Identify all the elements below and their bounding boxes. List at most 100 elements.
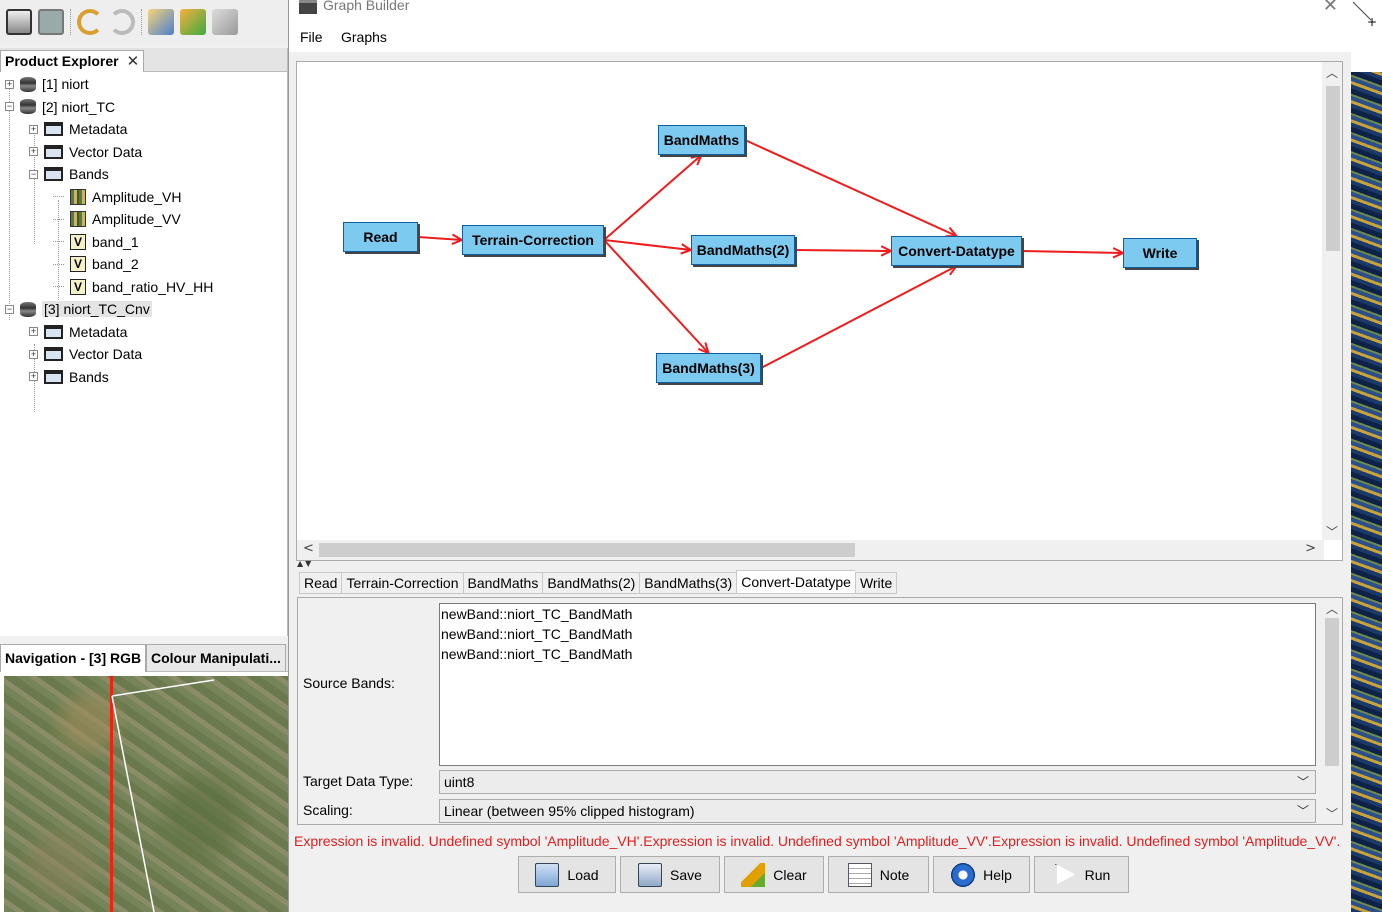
graph-node-terrain[interactable]: Terrain-Correction xyxy=(462,225,604,255)
tree-item[interactable]: +Vector Data xyxy=(29,344,142,364)
tree-item[interactable]: Amplitude_VV xyxy=(53,209,181,229)
close-icon[interactable]: ✕ xyxy=(126,53,140,70)
image-view-background: + xyxy=(1351,0,1382,912)
menu-graphs[interactable]: Graphs xyxy=(341,29,387,45)
graph-node-bm2[interactable]: BandMaths(2) xyxy=(691,235,795,265)
cursor-mark-icon: + xyxy=(1352,1,1377,29)
window-close-icon[interactable]: ✕ xyxy=(1322,0,1338,16)
tree-item[interactable]: −[2] niort_TC xyxy=(5,97,115,117)
note-icon xyxy=(847,862,872,887)
tree-item[interactable]: −Bands xyxy=(29,164,109,184)
splitter-arrows-icon[interactable]: ▲▼ xyxy=(297,559,314,568)
graph-node-read[interactable]: Read xyxy=(343,222,418,252)
tree-item[interactable]: Amplitude_VH xyxy=(53,187,182,207)
tree-item[interactable]: +[1] niort xyxy=(5,74,89,94)
graph-node-convert[interactable]: Convert-Datatype xyxy=(891,236,1022,266)
tab-bandmaths-3[interactable]: BandMaths(3) xyxy=(639,572,737,594)
tab-product-explorer[interactable]: Product Explorer ✕ xyxy=(0,50,145,72)
source-band-item[interactable]: newBand::niort_TC_BandMath xyxy=(441,626,633,642)
expand-icon[interactable]: + xyxy=(29,123,38,134)
batch-tool-icon[interactable] xyxy=(180,9,206,35)
graph-node-bm3[interactable]: BandMaths(3) xyxy=(656,353,761,383)
expand-icon[interactable]: + xyxy=(29,371,38,381)
graph-builder-app-icon xyxy=(299,0,317,14)
load-button[interactable]: Load xyxy=(518,856,616,893)
tree-item[interactable]: +Metadata xyxy=(29,119,127,139)
graph-tool-icon[interactable] xyxy=(148,9,174,35)
menu-file[interactable]: File xyxy=(300,29,323,45)
undo-icon[interactable] xyxy=(77,9,103,35)
save-button-label: Save xyxy=(670,866,702,883)
graph-builder-titlebar: Graph Builder ✕ xyxy=(289,0,1352,24)
tree-item-label: Bands xyxy=(69,368,109,385)
scrollbar-thumb[interactable] xyxy=(1325,618,1339,766)
redo-icon[interactable] xyxy=(109,9,135,35)
graph-node-bm1[interactable]: BandMaths xyxy=(658,125,745,155)
sar-image-strip xyxy=(1351,72,1382,912)
scrollbar-thumb[interactable] xyxy=(1326,86,1340,251)
target-data-type-select[interactable]: uint8 ﹀ xyxy=(439,770,1316,794)
collapse-icon[interactable]: − xyxy=(29,168,38,179)
scroll-right-icon[interactable]: > xyxy=(1305,541,1316,556)
clear-button[interactable]: Clear xyxy=(724,856,824,893)
form-vertical-scrollbar[interactable]: ︿ ﹀ xyxy=(1322,598,1342,824)
product-tool-icon[interactable] xyxy=(212,9,238,35)
scroll-down-icon[interactable]: ﹀ xyxy=(1326,807,1339,821)
collapse-icon[interactable]: − xyxy=(5,101,14,111)
expand-icon[interactable]: + xyxy=(29,348,38,359)
tree-item-label: band_2 xyxy=(92,256,139,272)
scroll-up-icon[interactable]: ︿ xyxy=(1326,602,1339,616)
source-band-item[interactable]: newBand::niort_TC_BandMath xyxy=(441,606,633,622)
note-button[interactable]: Note xyxy=(828,856,929,893)
tab-terrain-correction[interactable]: Terrain-Correction xyxy=(341,572,463,594)
graph-edge-bm3-convert xyxy=(760,265,957,369)
graph-edge-bm1-convert xyxy=(744,139,957,237)
expand-icon[interactable]: + xyxy=(29,326,38,336)
virtual-band-icon: V xyxy=(70,278,86,295)
collapse-icon[interactable]: − xyxy=(5,303,14,314)
save-button[interactable]: Save xyxy=(620,856,720,893)
tree-connector-line xyxy=(53,286,64,287)
graph-vertical-scrollbar[interactable]: ︿ ﹀ xyxy=(1322,62,1342,540)
tree-item[interactable]: + Bands xyxy=(29,367,109,387)
tab-bandmaths-2[interactable]: BandMaths(2) xyxy=(542,572,640,594)
scroll-up-icon[interactable]: ︿ xyxy=(1326,66,1339,80)
arrowhead-icon xyxy=(945,264,959,276)
tree-item[interactable]: +Metadata xyxy=(29,322,127,342)
run-button[interactable]: Run xyxy=(1034,856,1129,893)
graph-node-write[interactable]: Write xyxy=(1123,238,1197,268)
tab-read[interactable]: Read xyxy=(299,572,342,594)
tab-bandmaths[interactable]: BandMaths xyxy=(462,572,543,594)
graph-edge-terrain-bm1 xyxy=(603,154,703,241)
tree-item[interactable]: −[3] niort_TC_Cnv xyxy=(5,299,152,319)
graph-horizontal-scrollbar[interactable]: < > xyxy=(297,540,1324,560)
graph-edge-read-terrain xyxy=(417,236,463,241)
scroll-left-icon[interactable]: < xyxy=(303,541,314,556)
help-button[interactable]: Help xyxy=(933,856,1030,893)
tab-navigation[interactable]: Navigation - [3] RGB xyxy=(0,644,146,672)
tab-colour-manipulation[interactable]: Colour Manipulati... xyxy=(146,644,286,672)
tab-convert-datatype[interactable]: Convert-Datatype xyxy=(736,570,855,594)
open-product-icon[interactable] xyxy=(6,9,32,35)
expand-icon[interactable]: + xyxy=(5,78,14,89)
scroll-down-icon[interactable]: ﹀ xyxy=(1326,525,1339,539)
scaling-select[interactable]: Linear (between 95% clipped histogram) ﹀ xyxy=(439,799,1316,823)
save-product-icon[interactable] xyxy=(38,9,64,35)
tree-item-label: band_ratio_HV_HH xyxy=(92,278,214,295)
tab-write[interactable]: Write xyxy=(854,572,898,594)
operator-parameters-panel: Source Bands: newBand::niort_TC_BandMath… xyxy=(297,597,1343,825)
tree-connector-line xyxy=(53,196,64,197)
expand-icon[interactable]: + xyxy=(29,146,38,156)
tree-item[interactable]: +Vector Data xyxy=(29,142,142,162)
navigation-image-preview[interactable] xyxy=(4,676,288,912)
scaling-value: Linear (between 95% clipped histogram) xyxy=(444,803,695,819)
virtual-band-icon: V xyxy=(70,233,86,250)
source-band-item[interactable]: newBand::niort_TC_BandMath xyxy=(441,646,633,662)
product-explorer-tab-label: Product Explorer xyxy=(5,53,119,69)
scrollbar-thumb[interactable] xyxy=(319,543,855,557)
